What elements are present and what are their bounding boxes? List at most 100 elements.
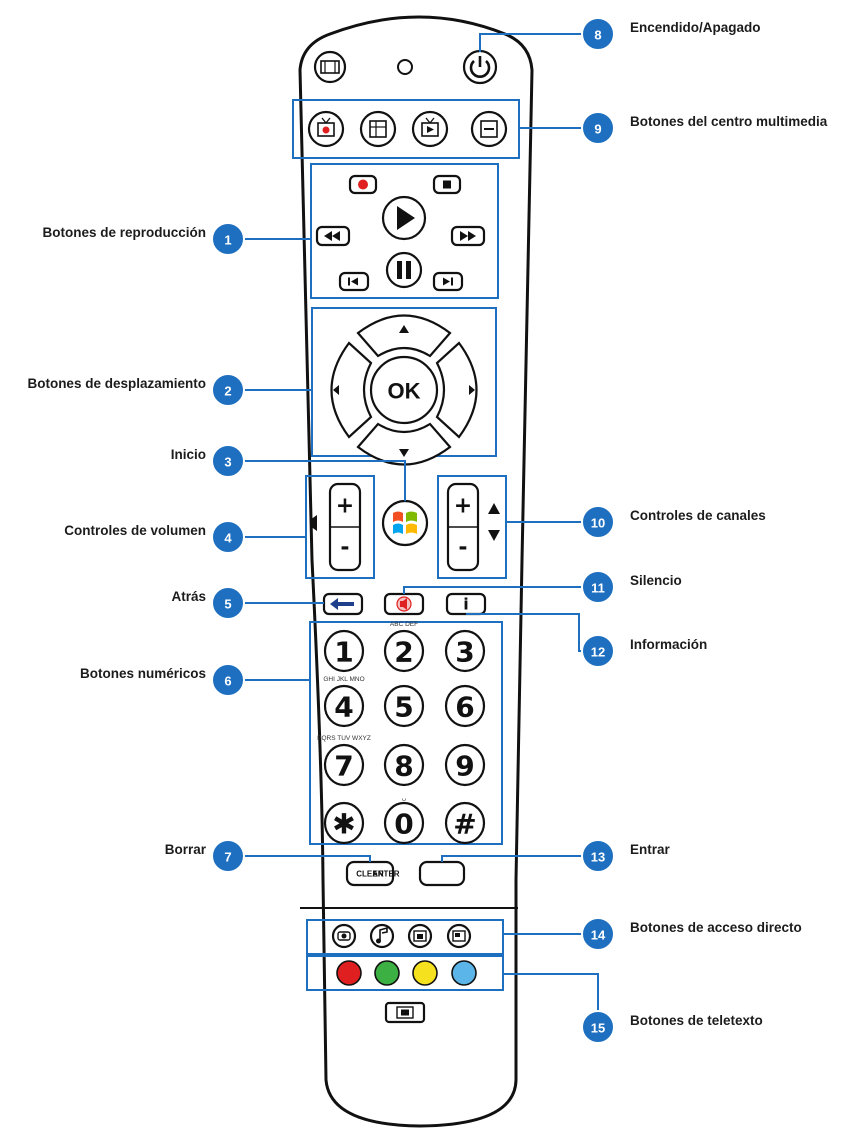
music-button[interactable]: [369, 923, 395, 949]
channel-down-button[interactable]: -: [458, 536, 467, 561]
key-8-button[interactable]: 8: [383, 743, 425, 787]
callout-14: 14: [581, 917, 615, 951]
callout-6: 6: [211, 663, 245, 697]
key-star-button[interactable]: ✱: [323, 801, 365, 845]
key-hash-button[interactable]: #: [444, 801, 486, 845]
play-button[interactable]: [381, 195, 427, 241]
key-9-button[interactable]: 9: [444, 743, 486, 787]
callout-number: 6: [224, 674, 231, 689]
stop-button[interactable]: [432, 174, 462, 195]
callout-badge: [581, 917, 615, 951]
recorded-tv-button[interactable]: [411, 110, 449, 148]
callout-badge: [211, 839, 245, 873]
volume-up-button[interactable]: +: [336, 494, 354, 519]
info-glyph: i: [463, 595, 468, 614]
callout-2: 2: [211, 373, 245, 407]
key-5-button[interactable]: 5: [383, 684, 425, 728]
callout-label: Encendido/Apagado: [630, 20, 761, 35]
callout-badge: [211, 520, 245, 554]
key-digit: 5: [394, 691, 413, 724]
aspect-button[interactable]: [313, 50, 347, 84]
callouts: 1 Botones de reproducción 2 Botones de desp…: [27, 17, 828, 1044]
guide-button[interactable]: [359, 110, 397, 148]
ok-label: OK: [388, 379, 421, 404]
callout-label: Inicio: [171, 447, 206, 462]
live-tv-button[interactable]: [307, 110, 345, 148]
dvd-menu-button[interactable]: [470, 110, 508, 148]
back-button[interactable]: [322, 592, 364, 616]
callout-label: Controles de canales: [630, 508, 766, 523]
teletext-green-button[interactable]: [374, 960, 400, 986]
pause-button[interactable]: [385, 251, 423, 289]
callout-8: 8: [581, 17, 615, 51]
group-playback: [310, 163, 499, 299]
videos-button[interactable]: [407, 923, 433, 949]
callout-number: 9: [594, 122, 601, 137]
channel-up-button[interactable]: +: [454, 494, 472, 519]
callout-badge: [211, 586, 245, 620]
key-digit: 2: [394, 636, 413, 669]
key-0-button[interactable]: 0␣: [383, 794, 425, 845]
key-digit: 0: [394, 808, 413, 841]
key-letters: ␣: [402, 794, 406, 801]
teletext-yellow-button[interactable]: [412, 960, 438, 986]
callout-badge: [581, 1010, 615, 1044]
nav-left-button[interactable]: [330, 341, 373, 439]
key-digit: 4: [334, 691, 353, 724]
callout-number: 10: [591, 516, 605, 531]
key-digit: 9: [455, 750, 474, 783]
key-6-button[interactable]: 6: [444, 684, 486, 728]
callout-number: 8: [594, 28, 601, 43]
nav-up-button[interactable]: [356, 314, 452, 358]
fast-forward-button[interactable]: [450, 225, 486, 247]
callout-badge: [581, 634, 615, 668]
key-digit: 3: [455, 636, 474, 669]
volume-down-button[interactable]: -: [340, 536, 349, 561]
key-1-button[interactable]: 1: [323, 629, 365, 673]
callout-number: 13: [591, 850, 605, 865]
skip-back-button[interactable]: [338, 271, 370, 292]
callout-number: 12: [591, 645, 605, 660]
group-volume: [305, 475, 375, 579]
key-digit: 7: [334, 750, 353, 783]
enter-button[interactable]: [418, 860, 466, 887]
enter-label: ENTER: [372, 870, 399, 879]
callout-label: Botones de acceso directo: [630, 920, 802, 935]
callout-badge: [211, 444, 245, 478]
ok-button[interactable]: OK: [369, 355, 439, 425]
pictures-button[interactable]: [331, 923, 357, 949]
teletext-red-button[interactable]: [336, 960, 362, 986]
callout-13: 13: [581, 839, 615, 873]
rewind-button[interactable]: [315, 225, 351, 247]
power-button[interactable]: [462, 49, 498, 85]
callout-number: 1: [224, 233, 231, 248]
callout-label: Borrar: [165, 842, 207, 857]
callout-11: 11: [581, 570, 615, 604]
callout-label: Botones de reproducción: [42, 225, 206, 240]
record-button[interactable]: [348, 174, 378, 195]
remote-body: [298, 15, 534, 1128]
info-button[interactable]: i: [445, 592, 487, 616]
callout-label: Botones de desplazamiento: [27, 376, 206, 391]
callout-number: 3: [224, 455, 231, 470]
key-digit: ✱: [332, 808, 355, 841]
teletext-button[interactable]: [384, 1001, 426, 1024]
ir-led: [397, 59, 413, 75]
callout-number: 4: [224, 531, 232, 546]
tv-button[interactable]: [446, 923, 472, 949]
callout-label: Controles de volumen: [64, 523, 206, 538]
mute-button[interactable]: [383, 592, 425, 616]
callout-number: 2: [224, 384, 231, 399]
teletext-buttons: [336, 960, 477, 986]
skip-forward-button[interactable]: [432, 271, 464, 292]
key-3-button[interactable]: 3: [444, 629, 486, 673]
windows-start-button[interactable]: [381, 499, 429, 547]
teletext-blue-button[interactable]: [451, 960, 477, 986]
callout-badge: [581, 111, 615, 145]
callout-5: 5: [211, 586, 245, 620]
nav-right-button[interactable]: [435, 341, 478, 439]
